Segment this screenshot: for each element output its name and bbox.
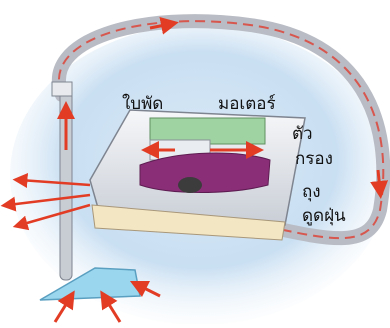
hose-arrow-right bbox=[378, 170, 380, 190]
wand-joint bbox=[52, 82, 72, 96]
dust-bag-inlet bbox=[178, 177, 202, 193]
label-filter-line2: กรอง bbox=[295, 151, 333, 168]
label-bag-line1: ถุง bbox=[302, 184, 321, 201]
intake-arrow-1 bbox=[55, 298, 70, 322]
label-bag-line2: ดูดฝุ่น bbox=[302, 208, 346, 225]
label-fan: ใบพัด bbox=[122, 96, 163, 113]
dust-bag bbox=[140, 153, 270, 192]
floor-nozzle bbox=[40, 268, 140, 300]
label-filter-line1: ตัว bbox=[292, 126, 313, 143]
label-motor: มอเตอร์ bbox=[218, 96, 276, 113]
